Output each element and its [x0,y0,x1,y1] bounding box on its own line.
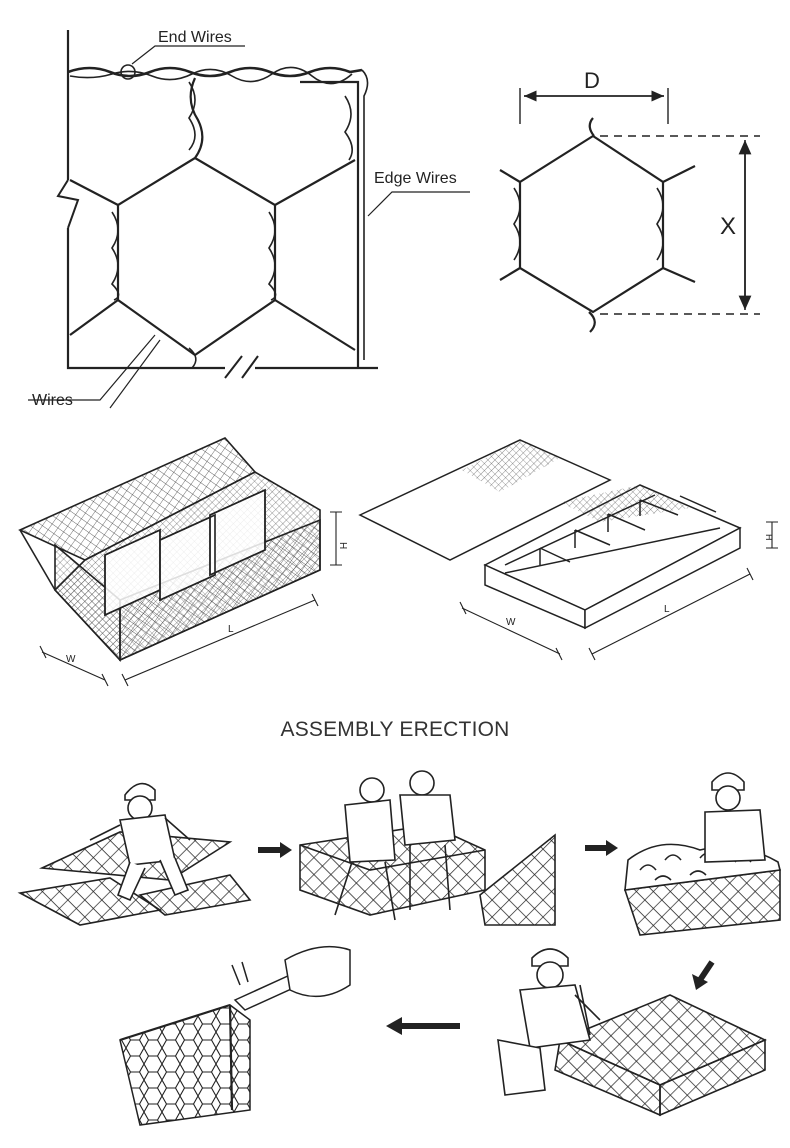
x-label: X [720,213,736,240]
right-box-dims [459,521,778,661]
left-box-w-label: W [66,654,76,665]
end-wires-label: End Wires [158,29,232,46]
left-box-dims [39,511,342,687]
worker-icon [704,772,766,863]
right-box-w-label: W [506,617,516,628]
step-lace-edges [119,945,351,1126]
hexagon-dimension-panel [499,88,760,333]
assembly-heading: ASSEMBLY ERECTION [280,718,510,741]
worker-icon [334,770,456,921]
mesh-leaders [28,45,470,409]
gabion-box-left [18,437,321,663]
pliers-icon [231,945,351,1011]
step-close-lid [497,948,767,1117]
right-box-h-label: H [764,534,774,541]
step-diaphragm-panel [479,833,556,926]
arrow-right-icon-head [606,840,618,856]
arrow-down-left-icon [697,960,715,982]
arrow-left-icon-head [386,1017,402,1035]
wires-label: Wires [32,392,73,409]
worker-icon [497,948,601,1096]
arrow-right-icon-head [280,842,292,858]
worker-icon [89,782,191,902]
edge-wires-label: Edge Wires [374,170,457,187]
mesh-detail-panel [56,30,378,379]
step-unfold-panels [17,782,252,926]
step-fill-stones [623,772,781,936]
d-label: D [584,68,600,93]
right-box-l-label: L [664,604,670,615]
gabion-box-right [358,439,742,630]
left-box-h-label: H [337,542,348,549]
left-box-l-label: L [228,624,234,635]
step-form-box [299,770,486,921]
arrow-down-left-icon-head [692,974,708,990]
